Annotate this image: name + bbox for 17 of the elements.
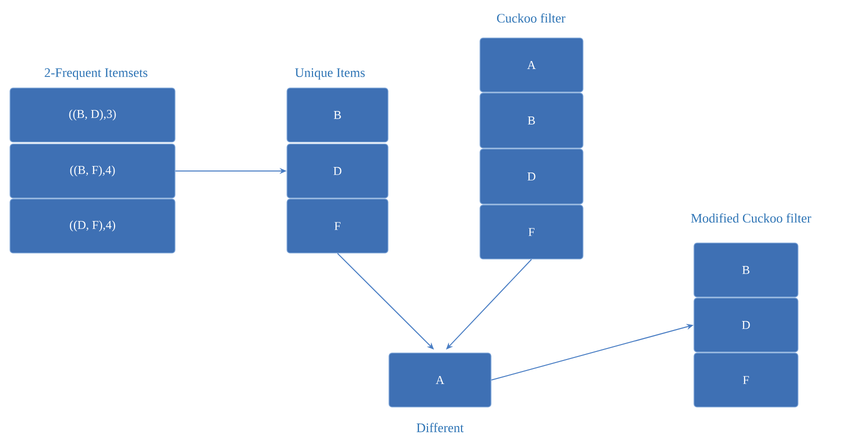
process-box: F <box>286 198 388 254</box>
node-label: Different <box>416 422 464 432</box>
process-box: A <box>388 352 492 408</box>
process-box: B <box>480 92 584 148</box>
process-box: D <box>480 148 584 204</box>
heading: Cuckoo filter <box>497 13 566 23</box>
process-box: B <box>286 88 388 142</box>
process-box: ((B, F),4) <box>10 144 176 198</box>
process-box: F <box>480 204 584 260</box>
heading: Modified Cuckoo filter <box>691 213 812 223</box>
process-box: D <box>286 144 388 198</box>
process-box: ((B, D),3) <box>10 88 176 142</box>
process-box: ((D, F),4) <box>10 198 176 254</box>
process-box: F <box>694 352 798 408</box>
process-box: B <box>694 242 798 298</box>
process-box: D <box>694 298 798 352</box>
process-box: A <box>480 38 584 92</box>
